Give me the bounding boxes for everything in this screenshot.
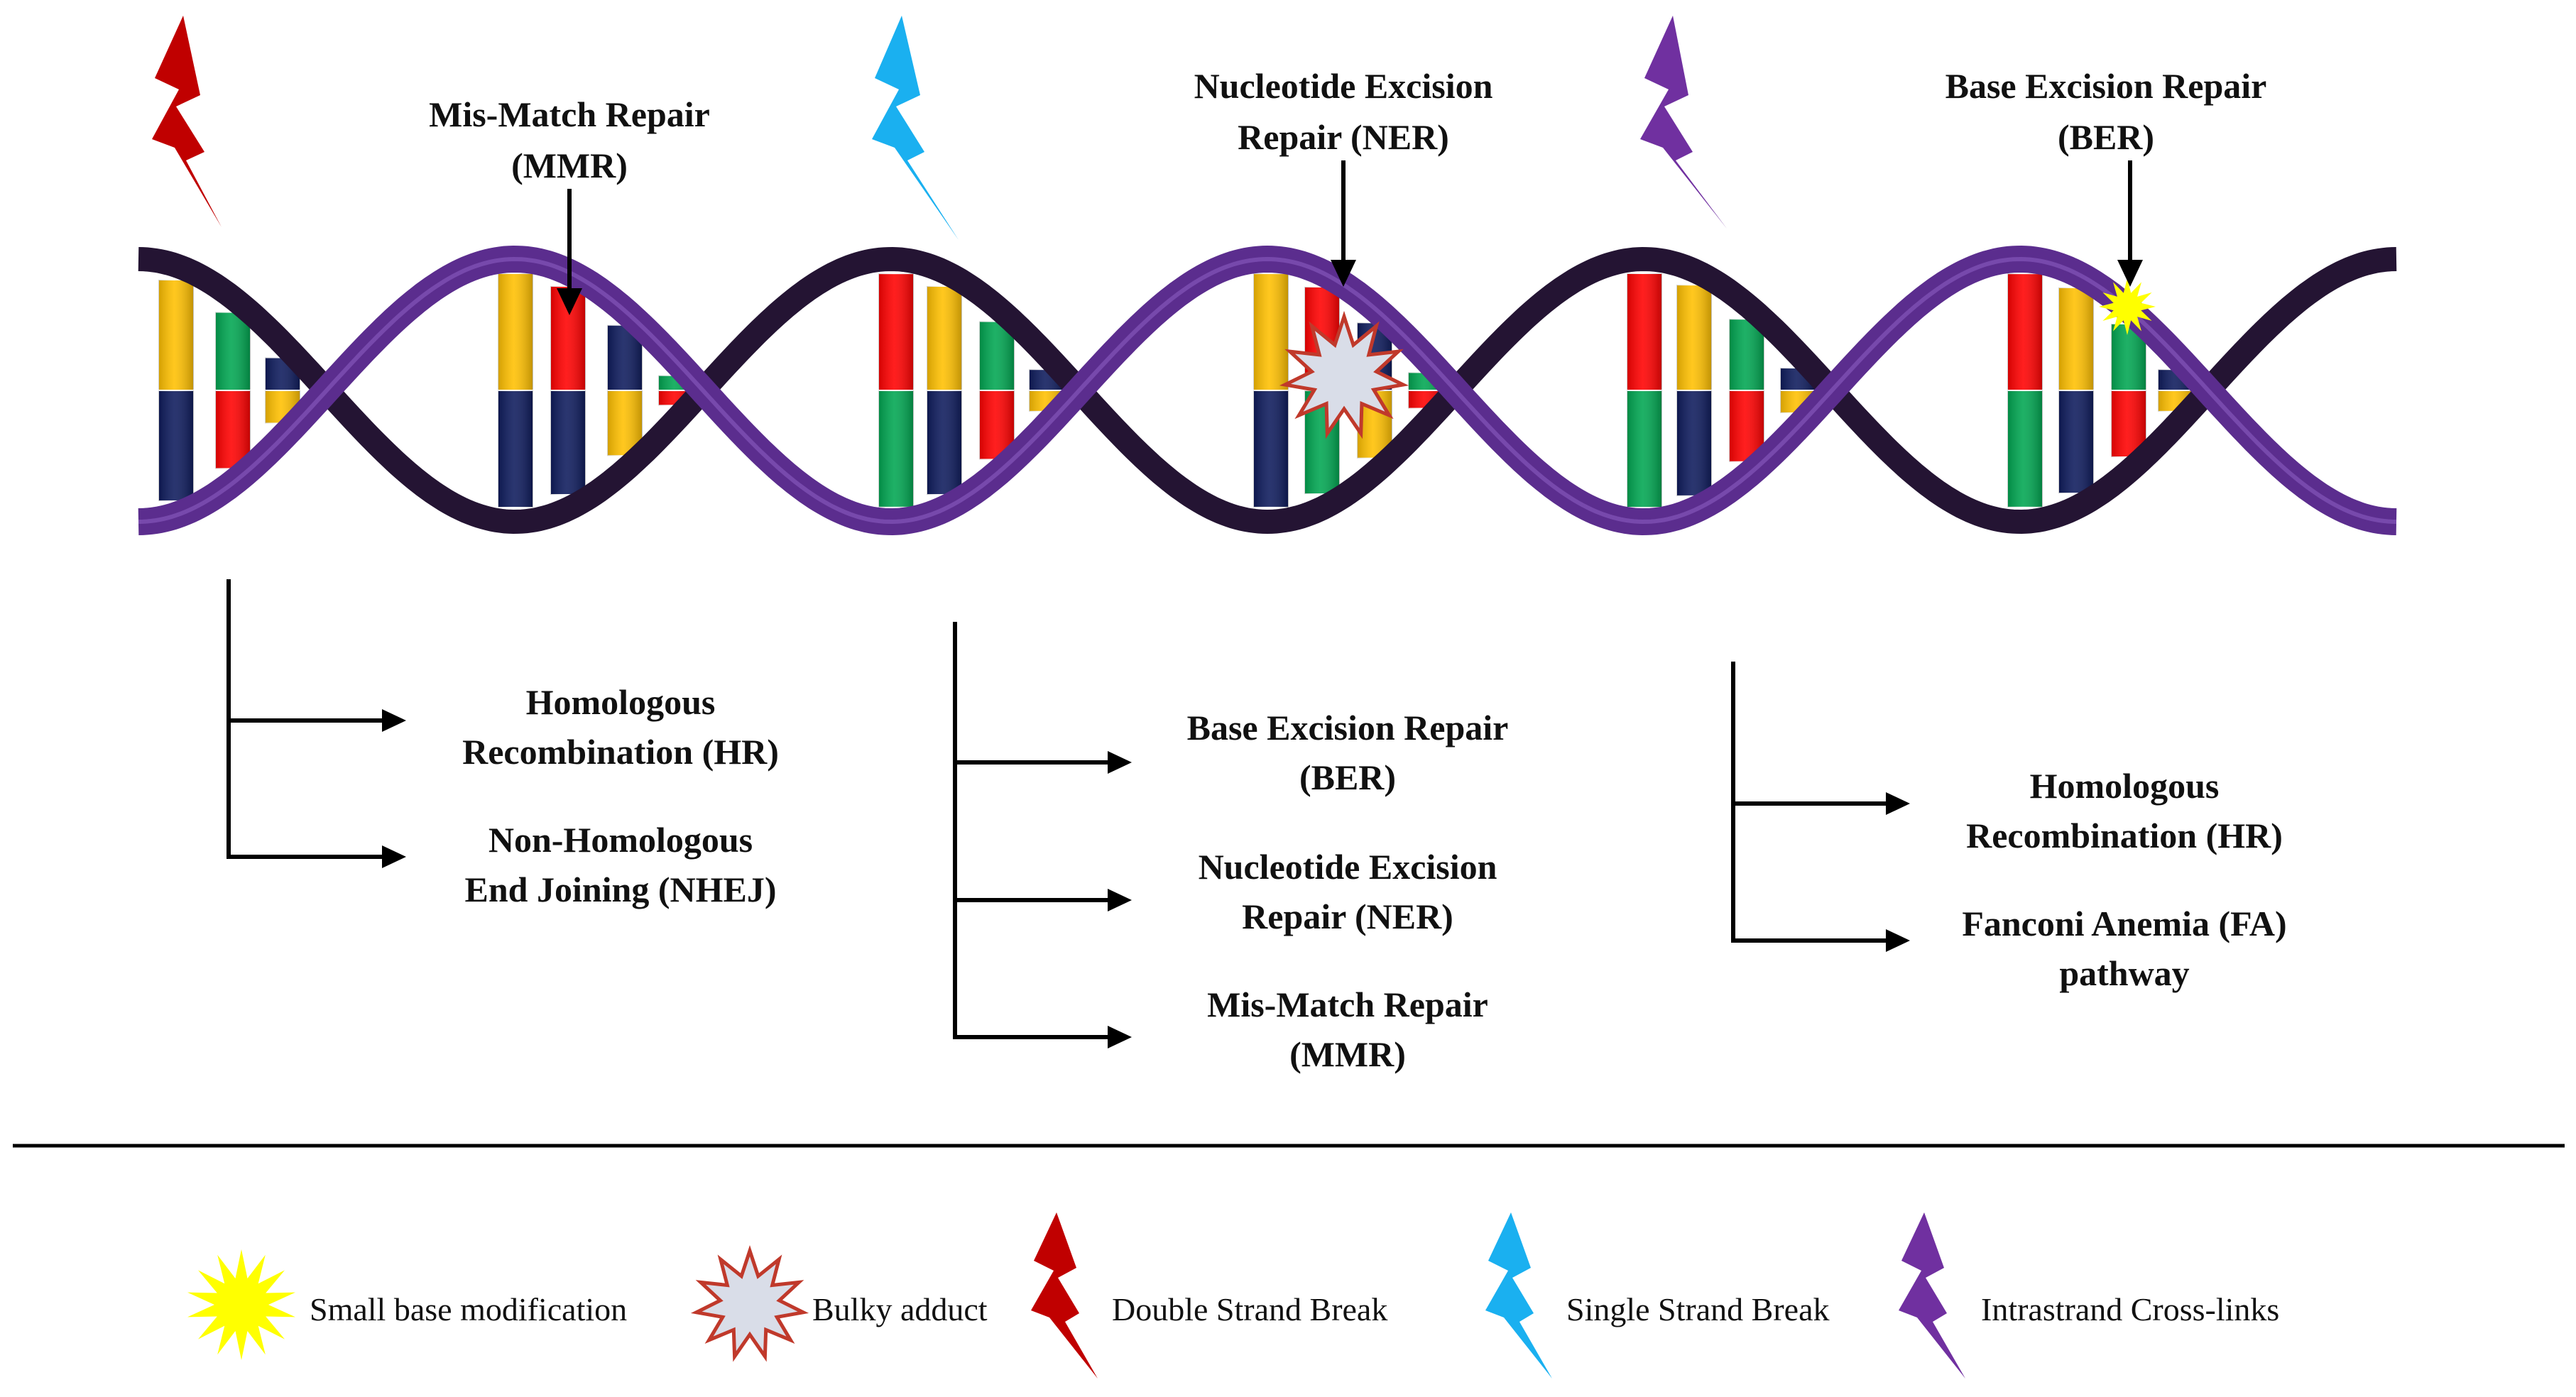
arrowhead-icon	[1108, 1026, 1132, 1048]
small-base-modification-icon	[2099, 278, 2156, 335]
ssb-ber-line2: (BER)	[1299, 757, 1396, 797]
mmr-arrowhead-icon	[557, 288, 582, 315]
single-strand-break-bolt-icon	[872, 16, 959, 240]
base-shading	[1676, 285, 1712, 390]
base-shading	[1627, 390, 1662, 508]
icl-fa-line1: Fanconi Anemia (FA)	[1962, 904, 2286, 943]
base-shading	[878, 390, 914, 508]
legend-single-strand-break-icon	[1485, 1212, 1552, 1379]
ssb-ner-line1: Nucleotide Excision	[1199, 847, 1497, 887]
dna-backbone-highlight	[138, 256, 2397, 525]
legend: Small base modification Bulky adduct Dou…	[187, 1212, 2279, 1379]
ber-arrowhead-icon	[2117, 260, 2143, 287]
icl-hr-line2: Recombination (HR)	[1966, 816, 2283, 855]
icl-pathway-tree: Homologous Recombination (HR) Fanconi An…	[1731, 662, 2287, 993]
base-shading	[1253, 390, 1289, 508]
top-label-ber: Base Excision Repair (BER)	[1945, 66, 2267, 287]
dsb-pathway-tree: Homologous Recombination (HR) Non-Homolo…	[227, 579, 779, 909]
top-label-ner-line1: Nucleotide Excision	[1194, 66, 1493, 106]
base-shading	[2058, 287, 2094, 390]
top-label-mmr-line2: (MMR)	[511, 146, 628, 185]
dsb-hr-line2: Recombination (HR)	[462, 732, 779, 772]
legend-intrastrand-crosslink-icon	[1899, 1212, 1965, 1379]
arrowhead-icon	[1886, 929, 1910, 952]
bulky-adduct-icon	[1279, 310, 1409, 439]
dna-double-helix	[138, 245, 2397, 536]
base-shading	[215, 312, 251, 390]
legend-small-base-label: Small base modification	[310, 1291, 627, 1327]
base-shading	[550, 390, 586, 495]
base-shading	[498, 273, 533, 390]
top-label-ber-line2: (BER)	[2058, 117, 2154, 157]
intrastrand-crosslink-bolt-icon	[1640, 16, 1727, 229]
base-shading	[927, 390, 962, 495]
base-shading	[878, 273, 914, 390]
dsb-nhej-line1: Non-Homologous	[489, 820, 753, 860]
legend-bulky-label: Bulky adduct	[812, 1291, 988, 1327]
double-strand-break-bolt-icon	[152, 16, 222, 227]
ssb-ber-line1: Base Excision Repair	[1187, 708, 1509, 747]
dsb-nhej-line2: End Joining (NHEJ)	[464, 870, 776, 909]
top-label-ber-line1: Base Excision Repair	[1945, 66, 2267, 106]
top-label-ner-line2: Repair (NER)	[1238, 117, 1449, 157]
base-shading	[1253, 273, 1289, 390]
dna-backbone-back-strand	[138, 246, 2397, 535]
ssb-ner-line2: Repair (NER)	[1242, 897, 1453, 936]
top-label-mmr-line1: Mis-Match Repair	[429, 94, 710, 134]
arrowhead-icon	[382, 845, 406, 868]
legend-double-strand-break-icon	[1031, 1212, 1098, 1379]
ner-arrowhead-icon	[1331, 260, 1356, 287]
arrowhead-icon	[1886, 792, 1910, 815]
base-shading	[2007, 273, 2043, 390]
base-shading	[2007, 390, 2043, 508]
ssb-pathway-tree: Base Excision Repair (BER) Nucleotide Ex…	[953, 622, 1508, 1074]
top-label-mmr: Mis-Match Repair (MMR)	[429, 94, 710, 315]
base-shading	[2058, 390, 2094, 494]
arrowhead-icon	[1108, 889, 1132, 911]
ssb-mmr-line2: (MMR)	[1289, 1034, 1406, 1074]
legend-small-base-modification-icon	[187, 1249, 295, 1360]
arrowhead-icon	[1108, 751, 1132, 774]
base-shading	[927, 285, 962, 390]
legend-dsb-label: Double Strand Break	[1112, 1291, 1387, 1327]
legend-icl-label: Intrastrand Cross-links	[1981, 1291, 2279, 1327]
base-shading	[158, 390, 194, 501]
base-shading	[158, 280, 194, 390]
legend-bulky-adduct-icon	[690, 1245, 809, 1362]
icl-hr-line1: Homologous	[2030, 766, 2220, 806]
base-shading	[1676, 390, 1712, 496]
icl-fa-line2: pathway	[2059, 953, 2189, 993]
base-shading	[498, 390, 533, 508]
dsb-hr-line1: Homologous	[526, 682, 716, 722]
arrowhead-icon	[382, 709, 406, 732]
ssb-mmr-line1: Mis-Match Repair	[1207, 985, 1488, 1024]
base-shading	[1627, 273, 1662, 390]
legend-ssb-label: Single Strand Break	[1566, 1291, 1830, 1327]
top-label-ner: Nucleotide Excision Repair (NER)	[1194, 66, 1493, 287]
